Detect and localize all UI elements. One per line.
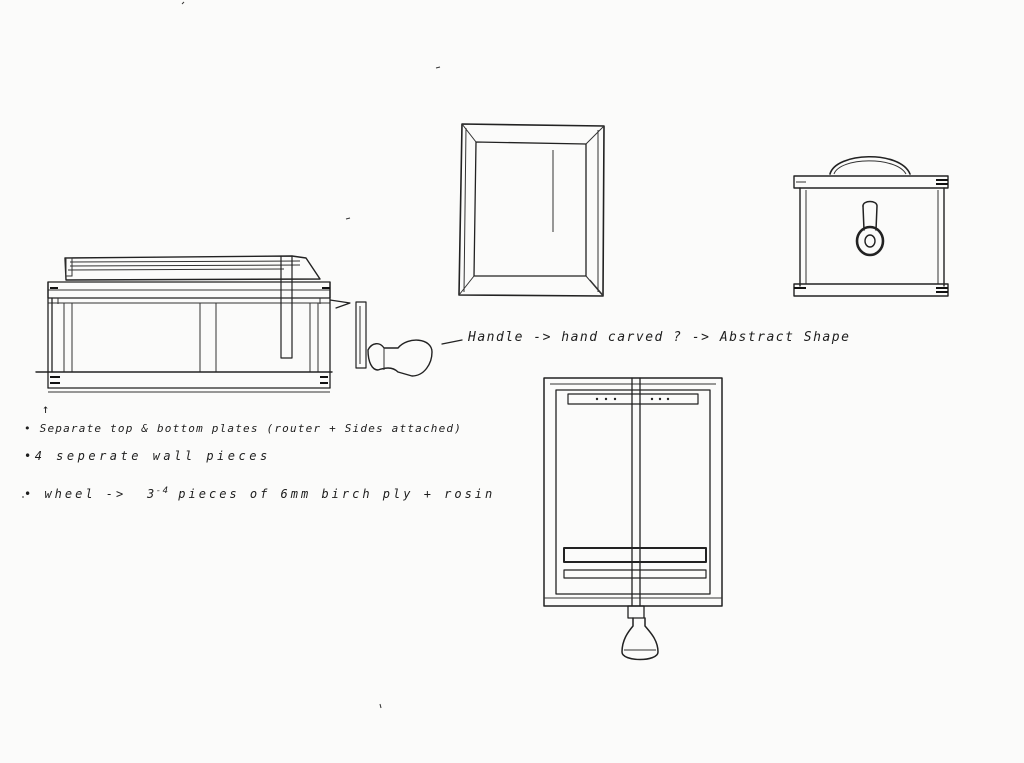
wheel-count: 3 [146, 487, 156, 501]
handle-callout-arrow [441, 339, 463, 345]
note-bullet-plates: • Separate top & bottom plates (router +… [24, 422, 463, 435]
wheel-prefix: • wheel -> [24, 487, 127, 501]
stray-pencil-marks [22, 1, 441, 709]
handle-note: Handle -> hand carved ? -> Abstract Shap… [468, 330, 851, 345]
side-view-sketch [35, 255, 433, 393]
frame-front-view-sketch [458, 123, 605, 297]
note-bullet-walls: •4 seperate wall pieces [24, 449, 271, 463]
pointer-arrow-mark: ↑ [42, 402, 51, 416]
wheel-count-alt: -4 [155, 486, 170, 496]
note-bullet-wheel: • wheel -> 3-4 pieces of 6mm birch ply +… [24, 486, 495, 501]
wheel-rest: pieces of 6mm birch ply + rosin [178, 487, 496, 501]
box-with-handle-sketch [793, 156, 949, 297]
top-view-sketch [543, 377, 723, 661]
